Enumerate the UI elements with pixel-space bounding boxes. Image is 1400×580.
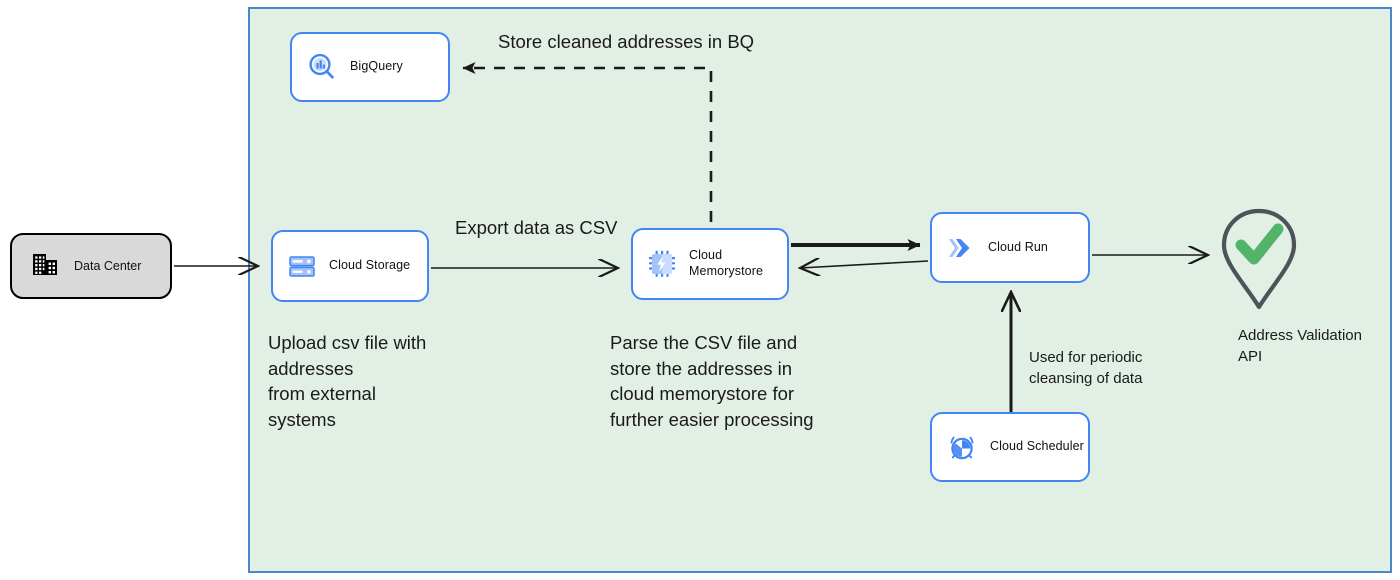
edge-label-store-in-bq: Store cleaned addresses in BQ	[498, 31, 755, 52]
node-cloud-storage[interactable]: Cloud Storage	[271, 230, 429, 302]
node-label-cloud-storage: Cloud Storage	[329, 258, 411, 273]
node-label-data-center: Data Center	[74, 259, 142, 273]
annotation-upload: Upload csv file with addresses from exte…	[268, 332, 427, 430]
node-label-cloud-scheduler: Cloud Scheduler	[990, 439, 1084, 454]
node-bigquery[interactable]: BigQuery	[290, 32, 450, 102]
annotation-parse: Parse the CSV file and store the address…	[610, 332, 814, 430]
cloud-scheduler-icon	[946, 431, 978, 463]
map-pin-check-icon	[1216, 207, 1302, 311]
cloud-memorystore-icon	[647, 249, 677, 279]
node-cloud-memorystore[interactable]: Cloud Memorystore	[631, 228, 789, 300]
node-cloud-scheduler[interactable]: Cloud Scheduler	[930, 412, 1090, 482]
node-data-center[interactable]: Data Center	[10, 233, 172, 299]
cloud-storage-icon	[287, 251, 317, 281]
node-label-bigquery: BigQuery	[350, 59, 403, 74]
node-label-cloud-memorystore: Cloud Memorystore	[689, 248, 764, 278]
cloud-run-icon	[946, 235, 976, 261]
edge-label-export-csv: Export data as CSV	[455, 217, 618, 238]
edge-label-periodic: Used for periodic cleansing of data	[1029, 349, 1143, 387]
node-label-cloud-run: Cloud Run	[988, 239, 1048, 254]
bigquery-icon	[306, 51, 338, 83]
office-building-icon	[30, 249, 60, 284]
edge-memorystore-to-bigquery-dashed	[462, 62, 713, 222]
node-cloud-run[interactable]: Cloud Run	[930, 212, 1090, 283]
edge-cloudrun-to-memorystore	[800, 261, 929, 268]
label-address-validation-api: Address Validation API	[1238, 327, 1362, 365]
